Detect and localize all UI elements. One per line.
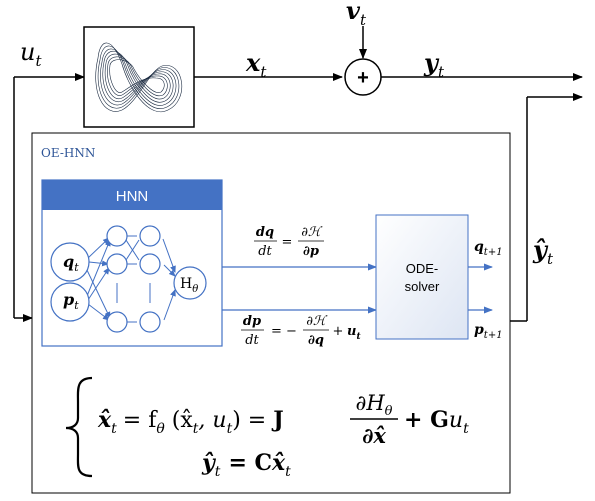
hnn-block: HNN	[41, 179, 223, 347]
svg-text:qt: qt	[63, 252, 79, 274]
svg-text:pt: pt	[63, 290, 79, 312]
dq-equation: dq dt = ∂ℋ ∂p	[254, 225, 324, 259]
fraction-numerator: ∂Hθ	[355, 391, 392, 419]
svg-text:dt: dt	[245, 333, 259, 348]
system-brace	[65, 376, 93, 478]
svg-text:+: +	[333, 324, 344, 339]
solver-label-line1: ODE-	[406, 261, 439, 276]
state-signal-label: xt	[245, 48, 267, 81]
svg-text:ut: ut	[347, 324, 361, 342]
svg-text:dt: dt	[258, 244, 272, 259]
svg-text:= −: = −	[271, 324, 297, 339]
input-signal-label: ut	[20, 38, 42, 70]
hnn-header	[42, 180, 222, 210]
sum-junction: +	[344, 58, 382, 96]
fraction-denominator: ∂x̂	[362, 423, 386, 448]
svg-text:Hθ: Hθ	[180, 276, 198, 295]
svg-text:∂ℋ: ∂ℋ	[301, 225, 323, 240]
q-next-label: qt+1	[474, 239, 503, 258]
svg-text:=: =	[282, 235, 293, 250]
hidden-node	[139, 311, 161, 333]
noise-signal-label: vt	[346, 0, 367, 29]
dp-equation: dp dt = − ∂ℋ ∂q + ut	[241, 314, 361, 348]
ode-solver-block: ODE- solver	[375, 214, 469, 340]
svg-text:dq: dq	[256, 225, 274, 240]
p-next-label: pt+1	[474, 322, 503, 341]
hidden-node	[139, 225, 161, 247]
hidden-node	[139, 253, 161, 275]
hnn-input-p-node: pt	[50, 282, 90, 322]
hnn-title: HNN	[116, 188, 149, 205]
svg-text:∂q: ∂q	[308, 333, 324, 348]
hnn-output-node: Hθ	[173, 266, 207, 300]
model-label: OE-HNN	[41, 146, 95, 160]
svg-text:∂ℋ: ∂ℋ	[306, 314, 328, 329]
hidden-node	[106, 253, 128, 275]
output-signal-label: yt	[423, 48, 445, 81]
hidden-node	[106, 311, 128, 333]
hnn-input-q-node: qt	[50, 242, 90, 282]
svg-text:∂p: ∂p	[303, 244, 319, 259]
state-equation-tail: + Gut	[404, 407, 469, 437]
solver-label-line2: solver	[405, 279, 440, 294]
hidden-node	[106, 225, 128, 247]
sum-symbol: +	[357, 67, 369, 89]
svg-text:dp: dp	[243, 314, 261, 329]
attractor-curve-icon	[95, 42, 183, 113]
plant-block	[83, 26, 195, 128]
output-equation: ŷt= Cx̂t	[201, 450, 291, 480]
state-space-system: x̂t= fθ (x̂t, ut) = J ∂Hθ ∂x̂ + Gut ŷt= …	[65, 376, 469, 480]
estimate-signal-label: ŷt	[532, 235, 554, 268]
state-equation: x̂t= fθ (x̂t, ut) = J	[97, 407, 284, 437]
